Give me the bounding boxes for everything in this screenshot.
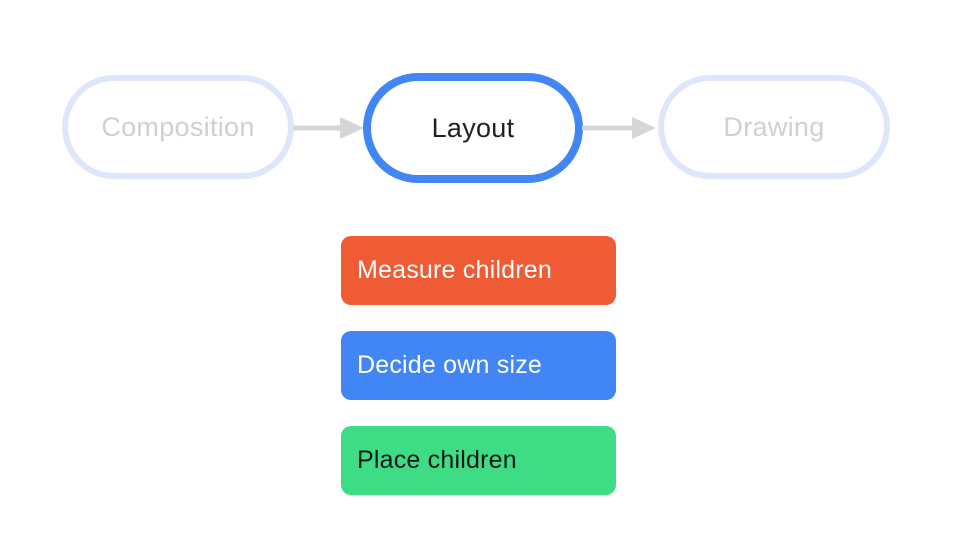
- stage-composition-pill: Composition: [62, 75, 294, 179]
- step-decide-own-size: Decide own size: [341, 331, 616, 400]
- step-decide-own-size-label: Decide own size: [357, 351, 543, 379]
- step-measure-children-label: Measure children: [357, 256, 552, 284]
- stage-composition-label: Composition: [101, 111, 255, 142]
- arrow-right-icon: [293, 117, 364, 139]
- step-place-children: Place children: [341, 426, 616, 495]
- step-place-children-label: Place children: [357, 446, 517, 474]
- step-measure-children: Measure children: [341, 236, 616, 305]
- stage-drawing-pill: Drawing: [658, 75, 890, 179]
- stage-layout-label: Layout: [431, 112, 515, 143]
- stage-drawing-label: Drawing: [723, 111, 825, 142]
- arrow-right-icon: [582, 117, 656, 139]
- stage-layout-pill: Layout: [363, 73, 583, 183]
